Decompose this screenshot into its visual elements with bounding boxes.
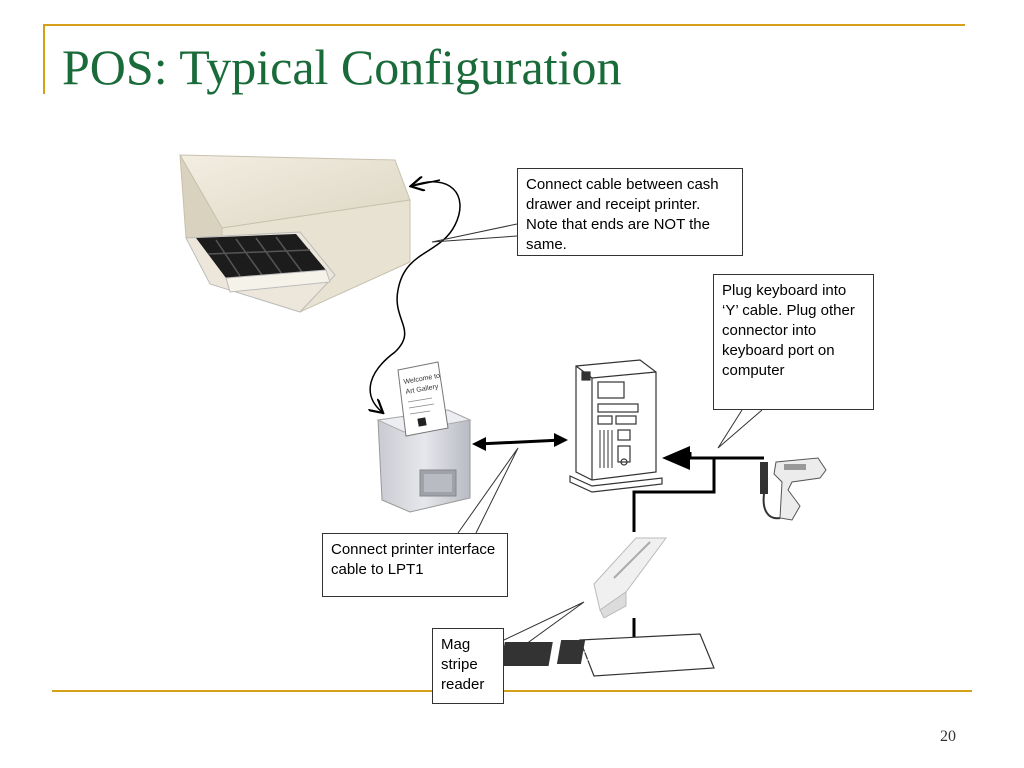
callout-mag-stripe: Mag stripe reader [432,628,504,704]
page-number: 20 [940,728,956,745]
cash-drawer-icon [179,154,411,313]
accent-line-bottom [52,690,972,692]
barcode-scanner-icon [760,457,827,521]
slide-title: POS: Typical Configuration [62,39,622,95]
callout-keyboard: Plug keyboard into ‘Y’ cable. Plug other… [713,274,874,410]
accent-line-top [43,24,965,26]
callout-pointers [431,223,763,661]
computer-tower-icon [569,359,663,493]
printer-computer-cable [472,433,568,451]
mag-stripe-reader-icon [593,537,667,619]
receipt-printer-icon: Welcome to Art Gallery [376,361,472,513]
y-cable [632,446,764,532]
callout-printer-interface: Connect printer interface cable to LPT1 [322,533,508,597]
drawer-printer-cable [370,180,461,412]
accent-line-left [43,24,45,94]
keyboard-icon [470,633,715,677]
callout-drawer-cable: Connect cable between cash drawer and re… [517,168,743,256]
